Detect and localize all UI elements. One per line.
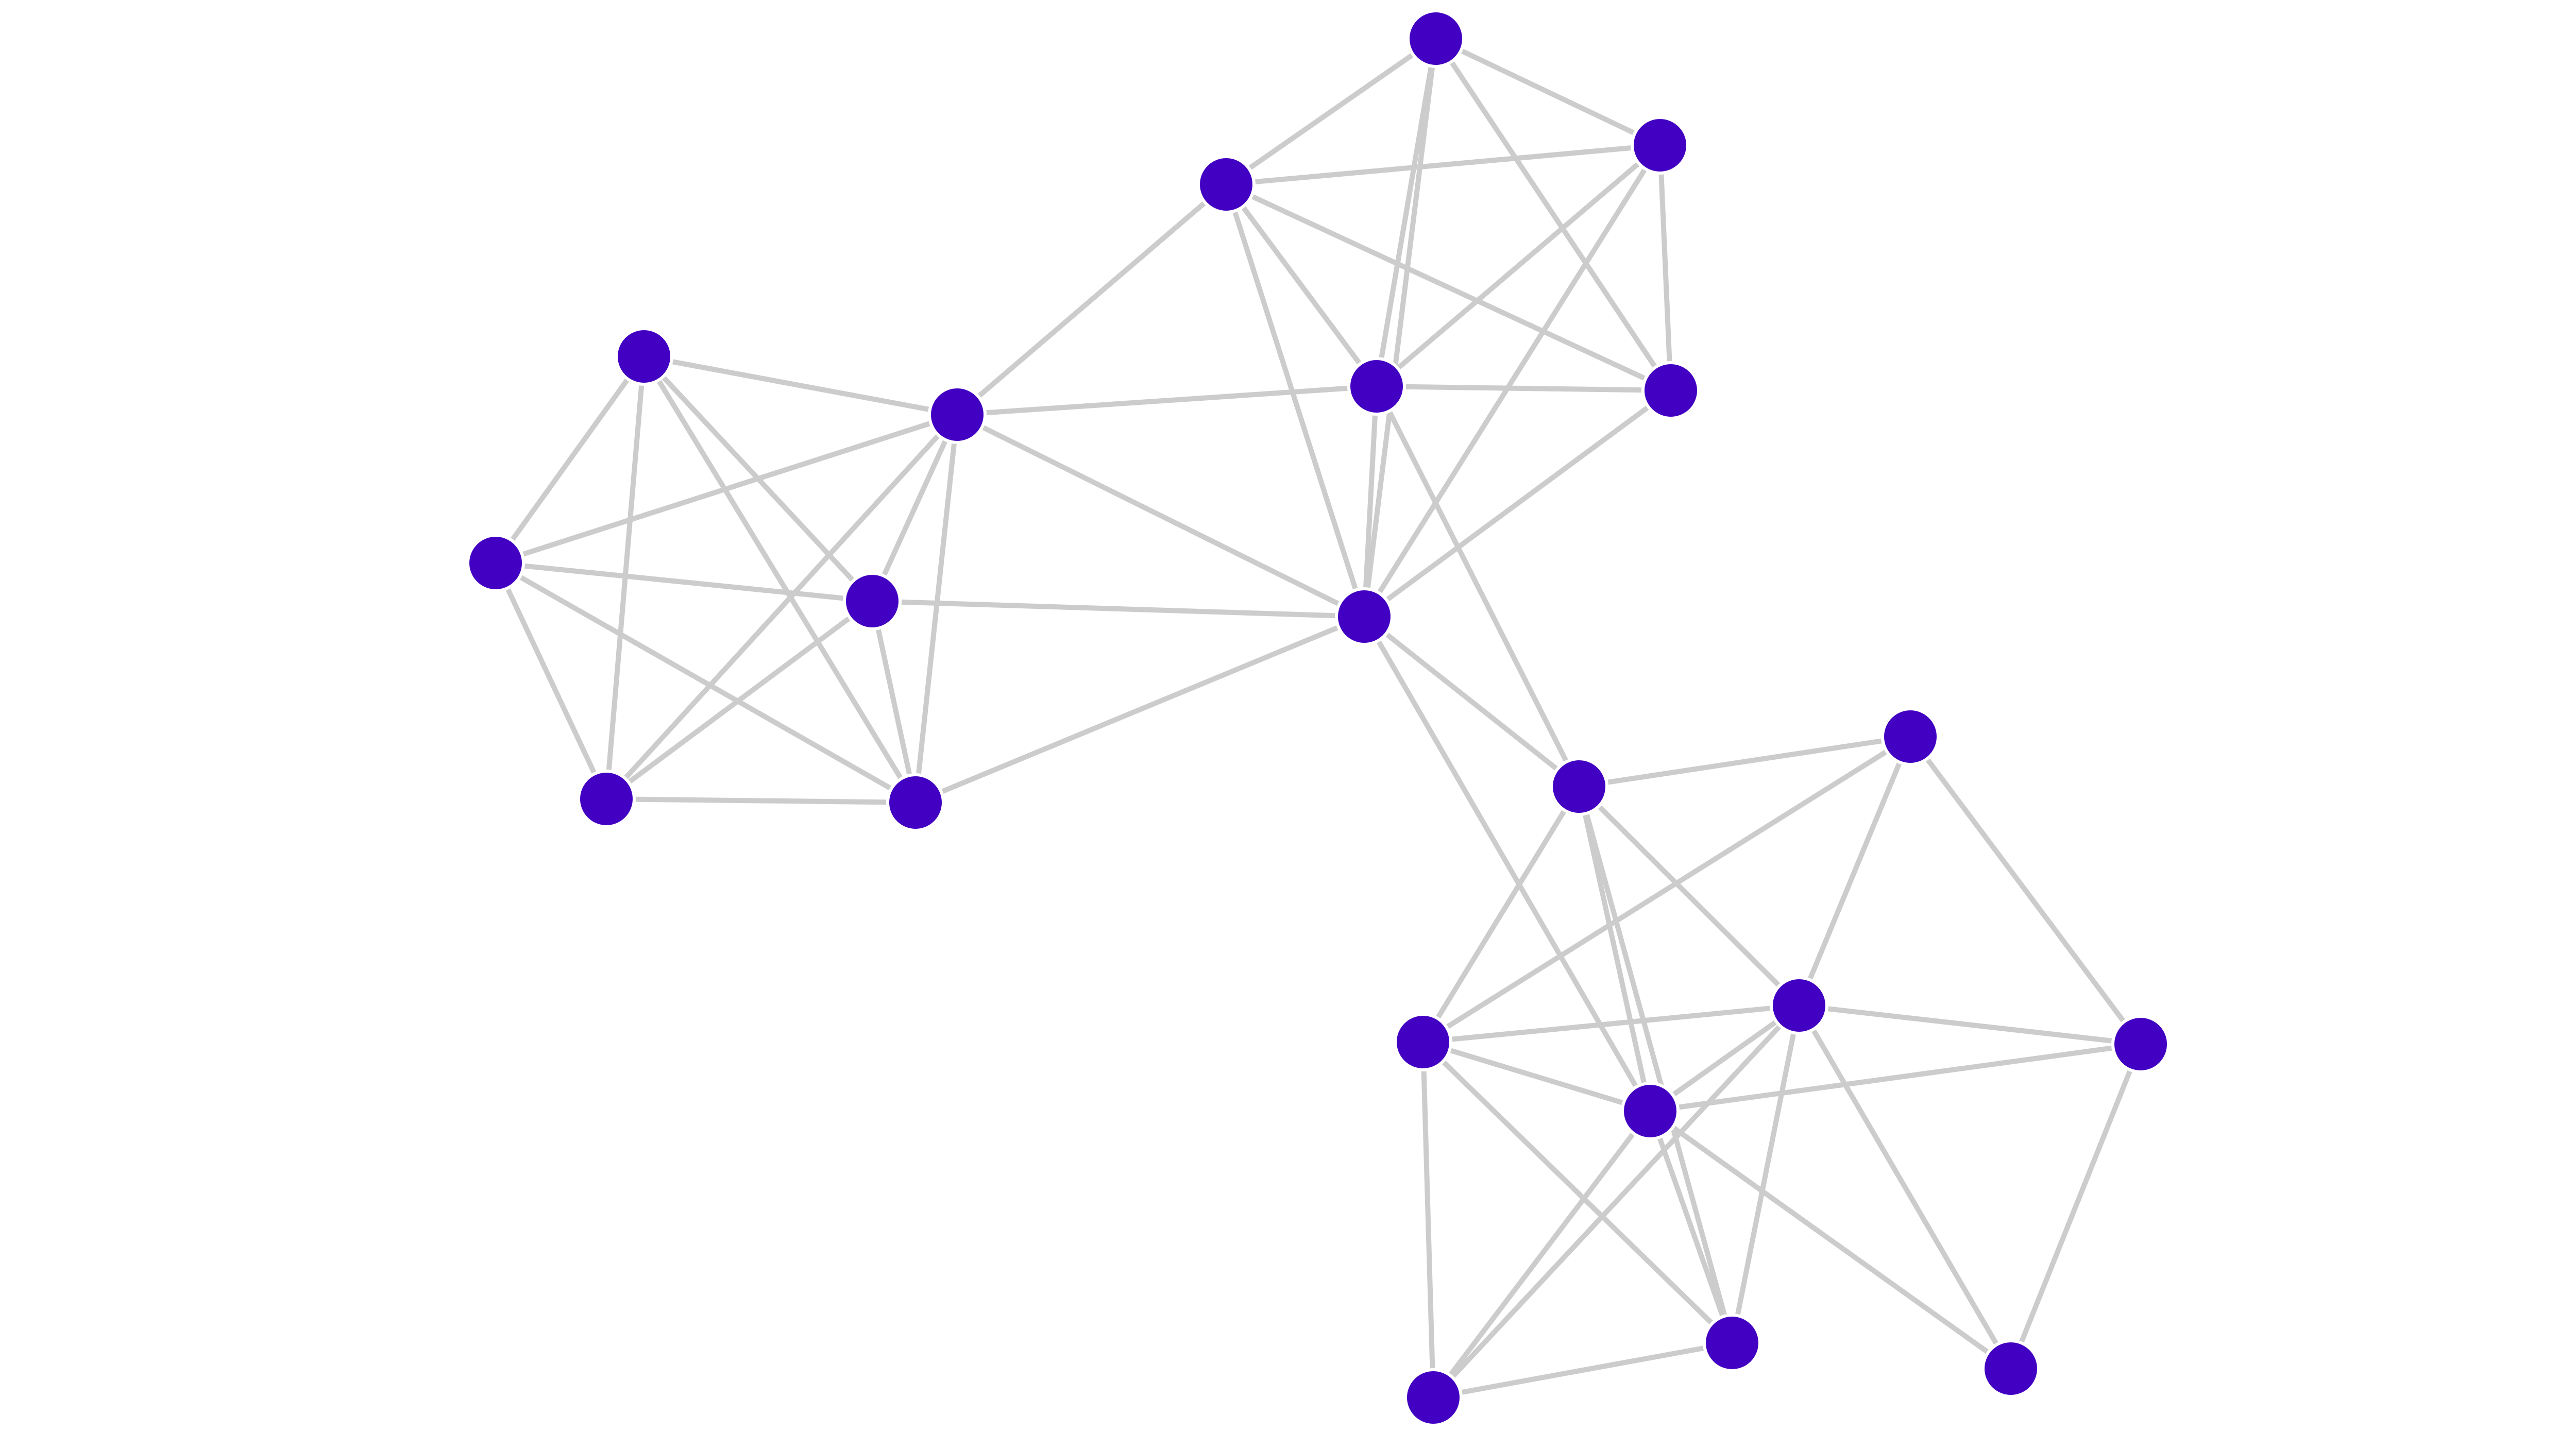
node-n5[interactable] [886,773,945,832]
edge-n3-n5 [493,560,918,805]
node-n22[interactable] [2111,1015,2170,1073]
edge-n2-n6 [604,412,960,802]
edge-n1-n2 [641,354,960,417]
edge-n12-n13 [1362,384,1379,619]
edge-n17-n18 [1420,1039,1653,1114]
edge-n9-n10 [1433,36,1663,148]
node-n17[interactable] [1394,1013,1452,1071]
edge-n18-n19 [1648,1109,1735,1345]
edge-n16-n20 [1431,1003,1802,1400]
edge-n18-n21 [1648,1109,2013,1371]
edge-n14-n17 [1420,784,1582,1045]
edge-n3-n4 [493,560,875,604]
edge-n13-n18 [1362,614,1653,1114]
edge-n2-n4 [870,412,960,604]
edge-n1-n5 [641,354,918,805]
edge-n12-n14 [1374,384,1582,789]
node-n12[interactable] [1347,357,1406,416]
edge-n13-n14 [1362,614,1582,789]
edge-n14-n18 [1577,784,1653,1114]
edge-n9-n12 [1374,36,1438,389]
edge-n8-n11 [1224,182,1673,393]
edge-n4-n6 [604,599,875,802]
edge-n11-n13 [1362,388,1673,619]
edge-n14-n15 [1577,734,1913,789]
node-n3[interactable] [466,534,525,592]
node-n15[interactable] [1881,707,1940,766]
edge-n15-n16 [1797,734,1913,1008]
edge-n16-n22 [1797,1003,2143,1047]
node-n9[interactable] [1406,9,1465,68]
node-n6[interactable] [577,770,636,828]
edge-n9-n13 [1362,36,1438,619]
edge-n17-n19 [1420,1039,1735,1345]
edge-n15-n17 [1420,734,1913,1045]
node-n2[interactable] [928,385,987,444]
node-n13[interactable] [1335,587,1394,646]
edge-n16-n19 [1730,1003,1802,1345]
node-n14[interactable] [1550,757,1608,816]
edge-n2-n13 [955,412,1367,619]
edge-n8-n9 [1224,36,1438,187]
edge-n8-n13 [1224,182,1367,619]
edge-n8-n10 [1224,143,1663,187]
node-n4[interactable] [843,572,902,630]
edge-n5-n13 [913,614,1367,805]
edge-n21-n22 [2008,1042,2143,1371]
edge-n14-n19 [1577,784,1735,1345]
node-n16[interactable] [1770,976,1828,1035]
edge-n4-n13 [870,599,1367,619]
node-n19[interactable] [1703,1314,1761,1372]
edge-n9-n11 [1433,36,1673,393]
edge-n5-n6 [604,796,918,805]
node-n10[interactable] [1631,116,1689,175]
edge-n2-n3 [493,412,960,566]
edge-n3-n6 [493,560,609,802]
edge-n10-n13 [1362,143,1663,619]
edge-n8-n12 [1224,182,1379,389]
node-n11[interactable] [1641,361,1700,420]
edge-n19-n20 [1431,1340,1735,1400]
edge-n1-n3 [493,354,647,566]
node-n8[interactable] [1197,155,1256,214]
node-n20[interactable] [1404,1368,1463,1427]
edge-n2-n8 [955,182,1229,417]
edges-layer [493,36,2143,1400]
edge-n11-n12 [1374,384,1673,393]
edge-n17-n20 [1420,1039,1436,1400]
edge-n2-n5 [913,412,960,805]
node-n21[interactable] [1981,1339,2040,1398]
edge-n18-n22 [1648,1042,2143,1114]
edge-n16-n21 [1797,1003,2013,1371]
edge-n16-n17 [1420,1003,1802,1045]
edge-n18-n20 [1431,1109,1653,1400]
nodes-layer [466,9,2170,1427]
edge-n4-n5 [870,599,918,805]
edge-n10-n11 [1657,143,1673,393]
node-n18[interactable] [1621,1082,1680,1140]
edge-n15-n22 [1908,734,2143,1047]
edge-n2-n12 [955,384,1379,417]
node-n1[interactable] [615,327,673,386]
edge-n16-n18 [1648,1003,1802,1114]
edge-n10-n12 [1374,143,1663,389]
edge-n14-n16 [1577,784,1802,1008]
